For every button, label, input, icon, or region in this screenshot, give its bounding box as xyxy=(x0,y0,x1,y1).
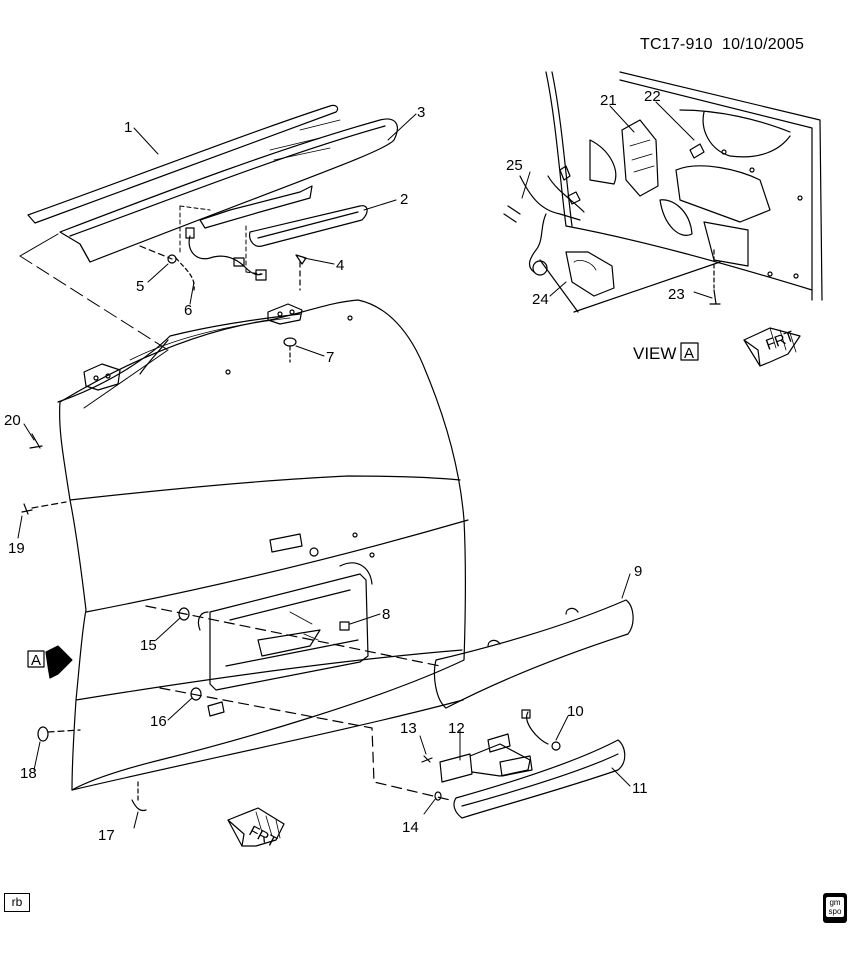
liftgate-hinge-right xyxy=(267,303,303,325)
callout-10: 10 xyxy=(567,703,584,720)
callout-8: 8 xyxy=(382,606,390,623)
callout-15: 15 xyxy=(140,637,157,654)
bolt-20 xyxy=(29,433,43,449)
callout-17: 17 xyxy=(98,827,115,844)
callout-9: 9 xyxy=(634,563,642,580)
switch-assembly xyxy=(439,733,533,783)
callout-25: 25 xyxy=(506,157,523,174)
front-arrow-top xyxy=(743,327,801,367)
diagram-date: 10/10/2005 xyxy=(722,36,805,53)
callout-16: 16 xyxy=(150,713,167,730)
view-a-detail xyxy=(503,71,823,313)
leader-lines xyxy=(17,101,713,829)
grommet-5 xyxy=(139,245,177,264)
lamp-wiring-harness xyxy=(175,227,267,291)
footer-badge: rb xyxy=(4,893,30,912)
callout-18: 18 xyxy=(20,765,37,782)
callout-12: 12 xyxy=(448,720,465,737)
plug-18 xyxy=(37,726,81,742)
lamp-socket-10 xyxy=(521,709,561,751)
gm-spo-logo: gm spo xyxy=(823,893,847,923)
callout-1: 1 xyxy=(124,119,132,136)
view-a-arrow xyxy=(27,645,73,679)
high-mount-stop-lamp xyxy=(249,205,368,247)
front-label-top: FRT xyxy=(764,328,797,354)
bumper-7 xyxy=(283,337,297,363)
callout-22: 22 xyxy=(644,88,661,105)
callout-11: 11 xyxy=(632,780,648,797)
grommet-16 xyxy=(159,687,451,801)
callout-labels: 1 2 3 4 5 6 7 8 9 10 11 12 13 14 15 16 1… xyxy=(4,88,797,851)
callout-7: 7 xyxy=(326,349,334,366)
view-a-letter: A xyxy=(684,345,694,362)
nut-8 xyxy=(339,621,350,631)
front-label-bottom: FRT xyxy=(246,823,279,852)
callout-13: 13 xyxy=(400,720,417,737)
diagram-code: TC17-910 xyxy=(640,36,713,53)
callout-24: 24 xyxy=(532,291,549,308)
callout-21: 21 xyxy=(600,92,617,109)
callout-5: 5 xyxy=(136,278,144,295)
callout-20: 20 xyxy=(4,412,21,429)
callout-3: 3 xyxy=(417,104,425,121)
logo-top-text: gm xyxy=(829,898,841,907)
grommet-14 xyxy=(434,791,442,801)
view-a-arrow-letter: A xyxy=(31,652,41,669)
liftgate-panel xyxy=(57,299,469,791)
grommet-15 xyxy=(145,605,441,667)
callout-4: 4 xyxy=(336,257,344,274)
screw-13 xyxy=(421,755,433,763)
liftgate-applique xyxy=(433,599,634,709)
plug-17 xyxy=(131,781,147,812)
view-a-box xyxy=(680,342,699,361)
logo-bottom-text: spo xyxy=(828,907,842,916)
rear-spoiler xyxy=(27,104,398,263)
callout-14: 14 xyxy=(402,819,419,836)
diagram-header: TC17-910 10/10/2005 xyxy=(640,36,804,54)
view-a-label: VIEW xyxy=(633,344,676,363)
pin-19 xyxy=(21,501,67,515)
license-lamp-handle xyxy=(453,739,626,819)
front-arrow-bottom xyxy=(227,807,285,847)
callout-6: 6 xyxy=(184,302,192,319)
callout-2: 2 xyxy=(400,191,408,208)
callout-23: 23 xyxy=(668,286,685,303)
fastener-4 xyxy=(295,254,307,291)
callout-19: 19 xyxy=(8,540,25,557)
